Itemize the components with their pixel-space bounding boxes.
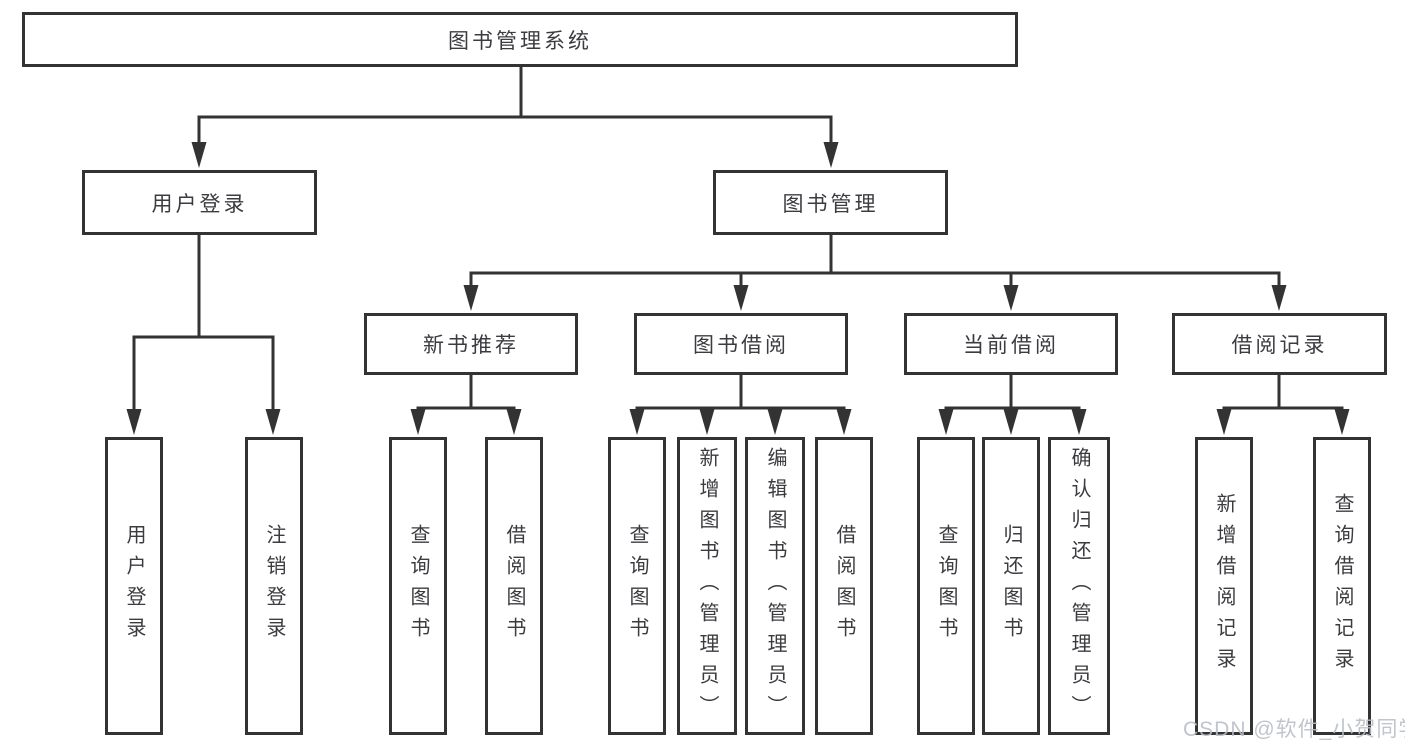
node-current-borrow: 当前借阅 xyxy=(904,313,1118,375)
leaf-query-books-2: 查询图书 xyxy=(608,437,666,735)
leaf-borrow-books-2-label: 借阅图书 xyxy=(833,524,855,648)
leaf-query-books-1: 查询图书 xyxy=(389,437,447,735)
leaf-logout: 注销登录 xyxy=(245,437,303,735)
leaf-add-borrow-record: 新增借阅记录 xyxy=(1195,437,1253,735)
leaf-return-books: 归还图书 xyxy=(982,437,1040,735)
node-root: 图书管理系统 xyxy=(22,12,1018,67)
arrowheads xyxy=(126,142,1350,435)
node-current-borrow-label: 当前借阅 xyxy=(963,334,1059,357)
leaf-add-borrow-record-label: 新增借阅记录 xyxy=(1213,493,1235,679)
leaf-query-borrow-record-label: 查询借阅记录 xyxy=(1331,493,1353,679)
leaf-logout-label: 注销登录 xyxy=(263,524,285,648)
node-root-label: 图书管理系统 xyxy=(448,29,592,53)
leaf-query-books-1-label: 查询图书 xyxy=(407,524,429,648)
leaf-query-books-2-label: 查询图书 xyxy=(626,524,648,648)
leaf-query-borrow-record: 查询借阅记录 xyxy=(1313,437,1371,735)
leaf-user-login: 用户登录 xyxy=(105,437,163,735)
leaf-borrow-books-2: 借阅图书 xyxy=(815,437,873,735)
leaf-add-books-admin: 新增图书（管理员） xyxy=(677,437,737,735)
node-user-login: 用户登录 xyxy=(82,170,317,235)
node-new-book-recommend-label: 新书推荐 xyxy=(423,334,519,357)
leaf-confirm-return-admin: 确认归还（管理员） xyxy=(1048,437,1110,735)
node-user-login-label: 用户登录 xyxy=(151,192,248,216)
leaf-query-books-3: 查询图书 xyxy=(917,437,975,735)
leaf-edit-books-admin-label: 编辑图书（管理员） xyxy=(764,446,786,726)
leaf-query-books-3-label: 查询图书 xyxy=(935,524,957,648)
leaf-borrow-books-1: 借阅图书 xyxy=(485,437,543,735)
node-book-management-label: 图书管理 xyxy=(782,192,879,216)
leaf-borrow-books-1-label: 借阅图书 xyxy=(503,524,525,648)
watermark-text: CSDN @软件_小贺同学 xyxy=(1183,718,1405,741)
leaf-confirm-return-admin-label: 确认归还（管理员） xyxy=(1068,446,1090,726)
leaf-return-books-label: 归还图书 xyxy=(1000,524,1022,648)
node-book-borrow: 图书借阅 xyxy=(634,313,848,375)
node-new-book-recommend: 新书推荐 xyxy=(364,313,578,375)
leaf-user-login-label: 用户登录 xyxy=(123,524,145,648)
node-book-borrow-label: 图书借阅 xyxy=(693,334,789,357)
leaf-add-books-admin-label: 新增图书（管理员） xyxy=(696,446,718,726)
leaf-edit-books-admin: 编辑图书（管理员） xyxy=(745,437,805,735)
node-borrow-record-label: 借阅记录 xyxy=(1231,334,1328,357)
node-borrow-record: 借阅记录 xyxy=(1172,313,1387,375)
node-book-management: 图书管理 xyxy=(713,170,948,235)
